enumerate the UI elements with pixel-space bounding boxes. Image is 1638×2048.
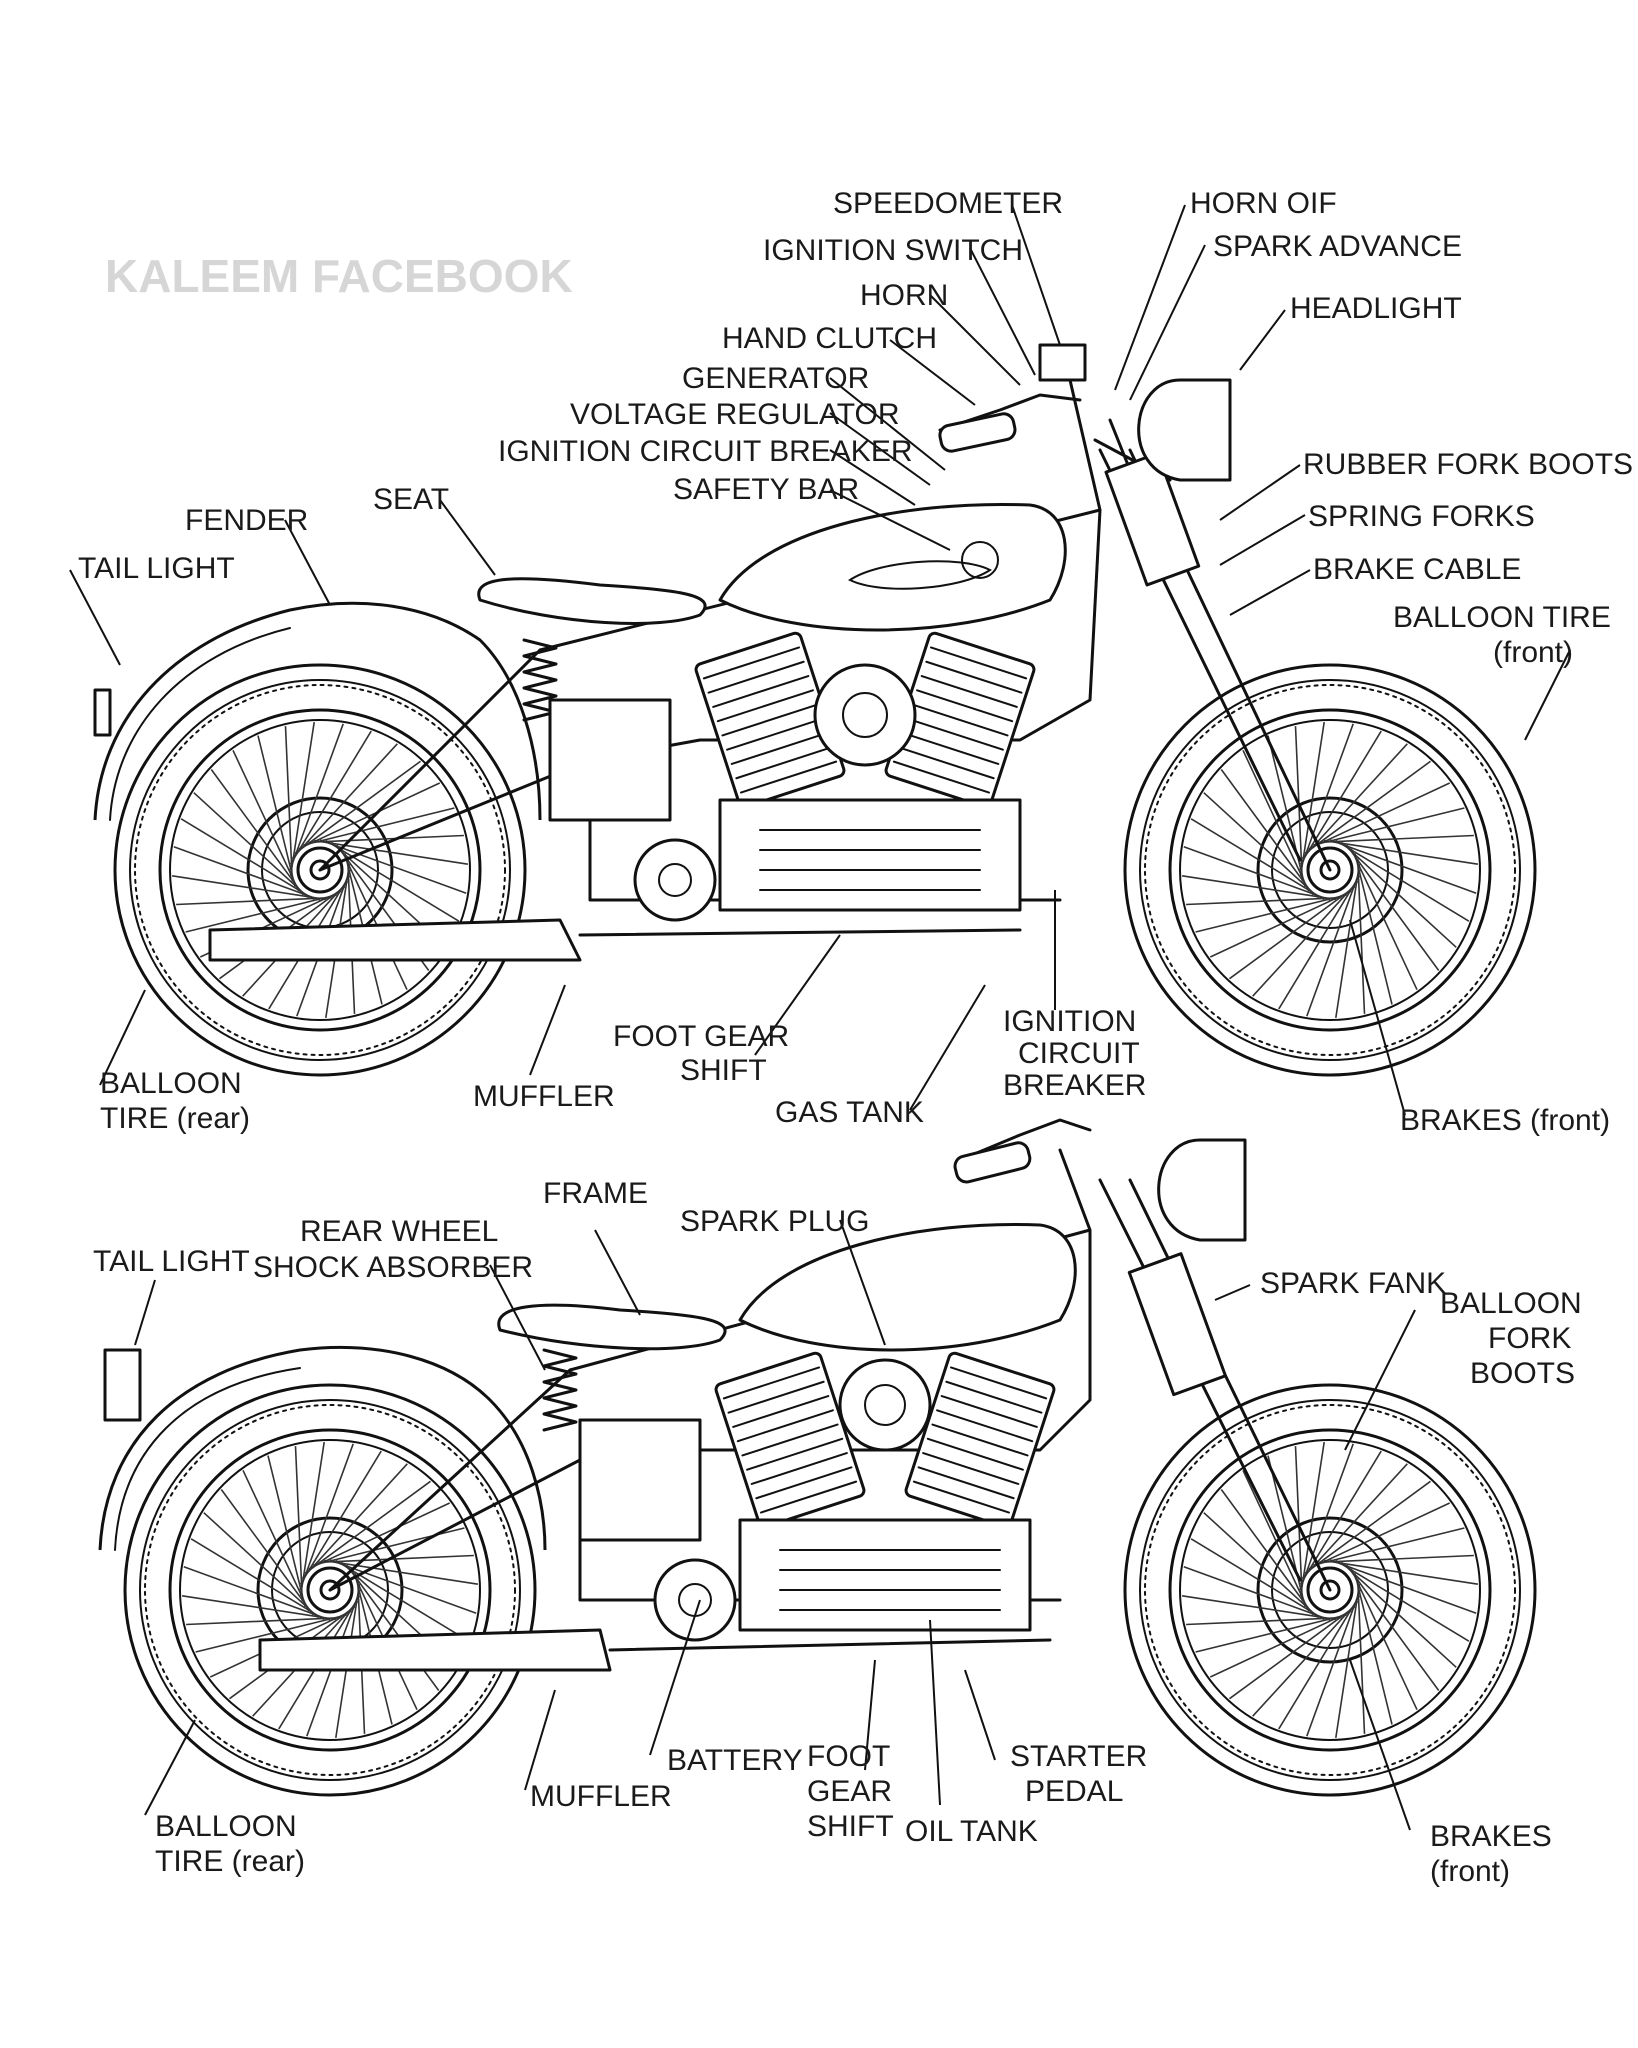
- label-spark-plug: SPARK PLUG: [680, 1205, 870, 1238]
- label-ignition-cb: IGNITION: [1003, 1005, 1136, 1038]
- top-engine: [633, 630, 1037, 922]
- bottom-gas-tank: [738, 1223, 1077, 1352]
- label-gas-tank: GAS TANK: [775, 1096, 924, 1129]
- bottom-battery: [578, 1418, 702, 1542]
- label-balloon-fork-boots: BALLOON: [1440, 1287, 1582, 1320]
- label-foot-gear-shift-2: SHIFT: [680, 1054, 767, 1087]
- label-brake-cable: BRAKE CABLE: [1313, 553, 1521, 586]
- label-hand-clutch: HAND CLUTCH: [722, 322, 937, 355]
- top-labels: SPEEDOMETER IGNITION SWITCH HORN HAND CL…: [78, 187, 1633, 1137]
- label-bottom-oil-tank: OIL TANK: [905, 1815, 1038, 1848]
- label-safety-bar: SAFETY BAR: [673, 473, 859, 506]
- label-spark-fank: SPARK FANK: [1260, 1267, 1446, 1300]
- top-gas-tank: [718, 503, 1067, 632]
- label-bottom-foot-gear-shift-3: SHIFT: [807, 1810, 894, 1843]
- label-voltage-regulator: VOLTAGE REGULATOR: [570, 398, 900, 431]
- top-speedometer: [1038, 343, 1087, 382]
- bottom-tail-light: [103, 1348, 142, 1422]
- watermark-text: KALEEM FACEBOOK: [105, 250, 573, 302]
- label-horn-oif: HORN OIF: [1190, 187, 1337, 220]
- bottom-labels: TAIL LIGHT REAR WHEEL SHOCK ABSORBER FRA…: [93, 1177, 1582, 1888]
- label-balloon-fork-boots-2: FORK: [1488, 1322, 1571, 1355]
- label-bottom-tail-light: TAIL LIGHT: [93, 1245, 250, 1278]
- label-rear-wheel: REAR WHEEL: [300, 1215, 498, 1248]
- label-ignition-circuit-breaker: IGNITION CIRCUIT BREAKER: [498, 435, 913, 468]
- bottom-engine: [653, 1350, 1057, 1642]
- label-balloon-tire-rear: BALLOON: [100, 1067, 242, 1100]
- top-rear-fender: [93, 601, 542, 821]
- top-motorcycle: [93, 343, 1537, 1077]
- label-balloon-tire-rear-2: TIRE (rear): [100, 1102, 250, 1135]
- top-tail-light: [93, 688, 112, 737]
- label-foot-gear-shift: FOOT GEAR: [613, 1020, 789, 1053]
- label-headlight: HEADLIGHT: [1290, 292, 1462, 325]
- bottom-muffler: [258, 1628, 612, 1672]
- label-bottom-balloon-tire: BALLOON: [155, 1810, 297, 1843]
- label-fender: FENDER: [185, 504, 308, 537]
- bottom-seat: [497, 1303, 727, 1351]
- bottom-leader-lines: [134, 1219, 1416, 1831]
- label-balloon-fork-boots-3: BOOTS: [1470, 1357, 1575, 1390]
- label-bottom-starter-pedal: STARTER: [1010, 1740, 1147, 1773]
- label-ignition-switch: IGNITION SWITCH: [763, 234, 1023, 267]
- label-rubber-fork-boots: RUBBER FORK BOOTS: [1303, 448, 1633, 481]
- label-bottom-brakes-2: (front): [1430, 1855, 1510, 1888]
- label-ignition-cb-2: CIRCUIT: [1018, 1037, 1140, 1070]
- top-headlight: [1137, 378, 1232, 482]
- label-bottom-battery: BATTERY: [667, 1744, 803, 1777]
- top-fork-boots: [1104, 451, 1201, 587]
- label-bottom-muffler: MUFFLER: [530, 1780, 672, 1813]
- bottom-fork-boots: [1127, 1252, 1227, 1397]
- label-balloon-tire-front-2: (front): [1493, 636, 1573, 669]
- label-ignition-cb-3: BREAKER: [1003, 1069, 1146, 1102]
- label-brakes-front: BRAKES (front): [1400, 1104, 1610, 1137]
- label-muffler: MUFFLER: [473, 1080, 615, 1113]
- label-spring-forks: SPRING FORKS: [1308, 500, 1535, 533]
- bottom-headlight: [1157, 1138, 1247, 1242]
- label-bottom-starter-pedal-2: PEDAL: [1025, 1775, 1123, 1808]
- label-seat: SEAT: [373, 483, 449, 516]
- label-horn: HORN: [860, 279, 948, 312]
- top-seat: [477, 577, 707, 625]
- bottom-handlebar: [958, 1118, 1092, 1162]
- label-bottom-foot-gear-shift: FOOT: [807, 1740, 890, 1773]
- label-tail-light: TAIL LIGHT: [78, 552, 235, 585]
- label-balloon-tire-front: BALLOON TIRE: [1393, 601, 1611, 634]
- label-shock-absorber: SHOCK ABSORBER: [253, 1251, 533, 1284]
- label-bottom-balloon-tire-2: TIRE (rear): [155, 1845, 305, 1878]
- label-spark-advance: SPARK ADVANCE: [1213, 230, 1462, 263]
- label-bottom-brakes: BRAKES: [1430, 1820, 1552, 1853]
- label-generator: GENERATOR: [682, 362, 869, 395]
- label-speedometer: SPEEDOMETER: [833, 187, 1063, 220]
- bottom-motorcycle: [98, 1118, 1537, 1797]
- top-battery: [548, 698, 672, 822]
- top-leader-lines: [69, 204, 1571, 1116]
- label-frame: FRAME: [543, 1177, 648, 1210]
- top-muffler: [208, 918, 582, 962]
- label-bottom-foot-gear-shift-2: GEAR: [807, 1775, 892, 1808]
